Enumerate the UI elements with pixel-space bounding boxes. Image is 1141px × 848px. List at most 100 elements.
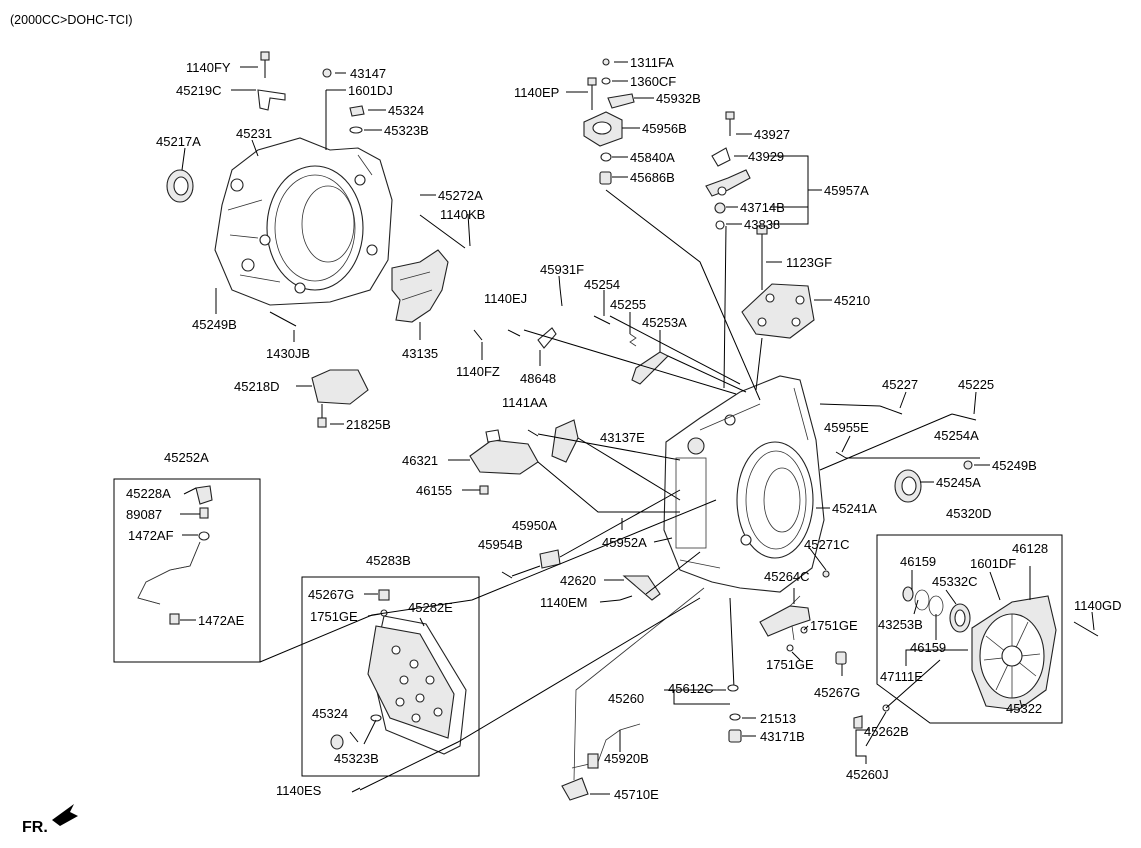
bolt-1140es-illustration [351,787,361,793]
part-label: 45332C [932,574,978,589]
part-label: 45225 [958,377,994,392]
part-label: 46159 [910,640,946,655]
detent-48648-illustration [537,327,557,349]
part-labels: 1140FY 45219C 43147 1601DJ 45324 45323B … [126,55,1121,802]
variant-header: (2000CC>DOHC-TCI) [10,13,133,27]
part-label: 1472AF [128,528,174,543]
part-label: 43838 [744,217,780,232]
pipe-45264c-illustration [759,595,811,641]
strainer-46321-illustration [469,429,539,475]
fitting-45267g-illustration [835,651,847,665]
converter-housing-45231-illustration [214,137,393,306]
switch-45956b-illustration [583,77,623,147]
lever-42620-illustration [622,575,661,601]
group-box-45283b [301,576,480,777]
part-label: 1140EJ [484,291,527,306]
part-label: 45283B [366,553,411,568]
part-label: 45252A [164,450,209,465]
plug-45249b-illustration [963,460,973,470]
plug-43147-illustration [322,68,332,78]
group-box-45320d [876,534,1063,724]
part-label: 45264C [764,569,810,584]
group-box-45252a [113,478,261,663]
oil-seal-45217a-illustration [166,169,194,203]
part-label: 45253A [642,315,687,330]
part-label: 46128 [1012,541,1048,556]
side-cover-45322-illustration [971,595,1057,711]
part-label: 45956B [642,121,687,136]
gasket-45323b-illustration [349,126,363,134]
pin-45271c-illustration [822,570,830,578]
part-label: 45262B [864,724,909,739]
bushing-45686b-illustration [599,171,612,185]
part-label: 45954B [478,537,523,552]
part-label: 45217A [156,134,201,149]
part-label: 1141AA [502,395,548,410]
part-label: 43929 [748,149,784,164]
part-label: 1751GE [810,618,858,633]
part-label: 46159 [900,554,936,569]
leader-lines [180,61,1095,795]
part-label: 1472AE [198,613,245,628]
nut-1311fa-illustration [602,58,610,66]
shaft-45254-illustration [593,315,611,325]
part-label: 43171B [760,729,805,744]
dipstick-45260-illustration [727,597,742,743]
part-label: 43137E [600,430,645,445]
part-label: 45231 [236,126,272,141]
part-label: 45267G [308,587,354,602]
baffle-43137e-illustration [551,419,579,463]
part-label: 45324 [312,706,348,721]
oil-guide-43135-illustration [391,249,449,323]
part-label: 89087 [126,507,162,522]
bolt-1140em-illustration [619,595,633,601]
part-label: 45952A [602,535,647,550]
valve-body-cover-45282e-illustration [367,615,467,755]
bolt-1140ej-illustration [507,329,521,337]
bolt-1140gd-illustration [1073,621,1099,637]
part-label: 45955E [824,420,869,435]
part-label: 1751GE [766,657,814,672]
part-label: 45324 [388,103,424,118]
part-label: 45323B [384,123,429,138]
part-label: 45323B [334,751,379,766]
part-label: 45218D [234,379,280,394]
part-label: 47111E [880,669,923,684]
part-label: 1140EM [540,595,587,610]
part-label: 45255 [610,297,646,312]
part-label: 1430JB [266,346,310,361]
part-label: 43927 [754,127,790,142]
bracket-45218d-illustration [311,369,369,428]
ring-1751ge-b-illustration [786,644,794,652]
part-label: 1140ES [276,783,322,798]
connector-45932b-illustration [607,93,635,109]
part-label: 1140EP [514,85,559,100]
part-label: 1140GD [1074,598,1121,613]
part-label: 45686B [630,170,675,185]
part-label: 45612C [668,681,714,696]
front-direction-label: FR. [22,819,48,836]
oil-seal-45245a-illustration [894,469,922,503]
spring-45255-illustration [629,333,637,347]
part-label: 45254 [584,277,620,292]
part-label: 45957A [824,183,869,198]
part-label: 43135 [402,346,438,361]
lever-45957a-illustration [705,111,751,230]
part-label: 43714B [740,200,785,215]
plug-45324-illustration [349,105,365,117]
part-label: 45219C [176,83,222,98]
bolt-45225-illustration [951,413,977,421]
part-label: 1360CF [630,74,676,89]
washer-45840a-illustration [600,152,612,162]
bolt-45954b-illustration [501,571,513,579]
part-label: 45271C [804,537,850,552]
part-label: 45260J [846,767,889,782]
hose-45252a-illustration [137,485,213,625]
bolt-1141aa-illustration [527,429,539,437]
part-label: 45254A [934,428,979,443]
part-label: 45932B [656,91,701,106]
part-label: 45227 [882,377,918,392]
seal-46155-illustration [479,485,489,495]
part-label: 45241A [832,501,877,516]
